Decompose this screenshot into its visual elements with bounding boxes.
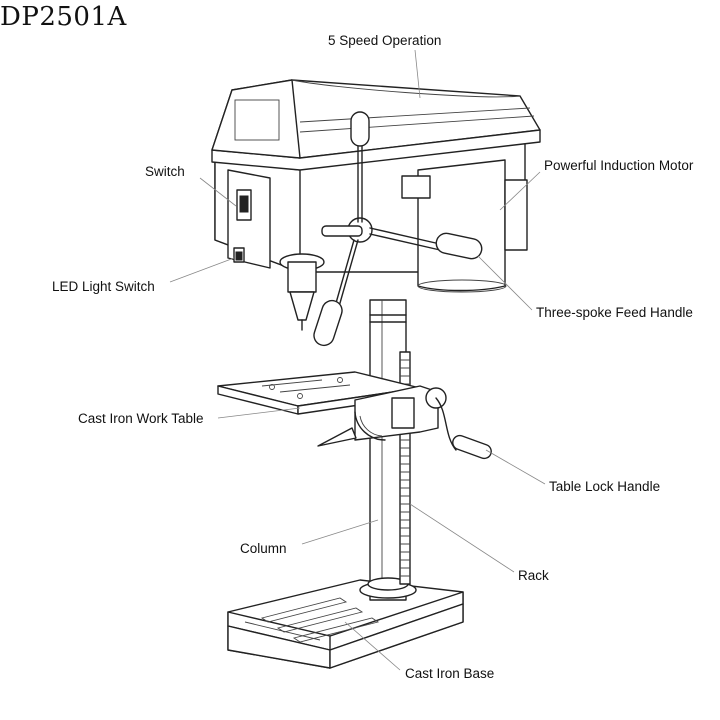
rack [399, 351, 411, 585]
leader-speed [414, 49, 421, 99]
leader-column [301, 519, 379, 545]
label-induction-motor: Powerful Induction Motor [544, 158, 694, 173]
label-speed-operation: 5 Speed Operation [328, 33, 442, 48]
label-rack: Rack [518, 568, 549, 583]
label-cast-iron-base: Cast Iron Base [405, 666, 495, 681]
induction-motor [401, 159, 528, 293]
leader-base [344, 621, 401, 671]
leader-table [217, 407, 301, 419]
leader-feed [477, 255, 533, 311]
leader-led [169, 257, 235, 283]
model-number: DP2501A [0, 2, 127, 32]
cast-iron-base [227, 579, 464, 669]
label-work-table: Cast Iron Work Table [78, 411, 204, 426]
leader-switch [199, 177, 237, 207]
leader-rack [409, 503, 515, 573]
table-lock-handle [425, 387, 492, 460]
spindle-chuck [279, 253, 325, 331]
leader-motor [499, 171, 541, 211]
label-led-light-switch: LED Light Switch [52, 279, 155, 294]
label-feed-handle: Three-spoke Feed Handle [536, 305, 693, 320]
label-switch: Switch [145, 164, 185, 179]
leader-lock [485, 449, 546, 485]
switch-housing [227, 169, 271, 269]
label-table-lock-handle: Table Lock Handle [549, 479, 661, 494]
cast-iron-work-table [217, 371, 439, 447]
label-column: Column [240, 541, 287, 556]
callout-leaders [169, 49, 546, 671]
feed-handle [313, 111, 483, 347]
